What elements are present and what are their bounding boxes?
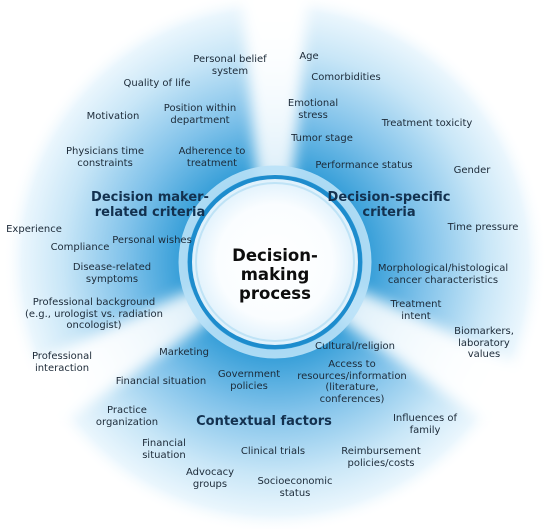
factor-reimbursement: Reimbursement policies/costs <box>341 446 421 469</box>
factor-experience: Experience <box>6 224 62 235</box>
factor-treatment-toxicity: Treatment toxicity <box>381 118 473 129</box>
factor-biomarkers: Biomarkers, laboratory values <box>454 326 514 360</box>
center-title: Decision- making process <box>232 246 318 303</box>
factor-emotional-stress: Emotional stress <box>287 98 339 121</box>
factor-marketing: Marketing <box>159 347 209 358</box>
factor-adherence: Adherence to treatment <box>178 146 246 169</box>
factor-advocacy-groups: Advocacy groups <box>185 467 235 490</box>
factor-treatment-intent: Treatment intent <box>390 299 442 322</box>
factor-compliance: Compliance <box>50 242 110 253</box>
factor-disease-symptoms: Disease-related symptoms <box>72 262 152 285</box>
factor-financial-situation-2: Financial situation <box>142 438 186 461</box>
center-ring-outer <box>178 165 372 359</box>
factor-physicians-time: Physicians time constraints <box>66 146 144 169</box>
factor-influences-family: Influences of family <box>392 413 458 436</box>
factor-performance-status: Performance status <box>315 160 413 171</box>
factor-tumor-stage: Tumor stage <box>291 133 353 144</box>
factor-financial-situation-1: Financial situation <box>115 376 207 387</box>
section-contextual-factors: Contextual factors <box>196 414 332 429</box>
factor-morphological: Morphological/histological cancer charac… <box>377 263 509 286</box>
section-decision-specific-criteria: Decision-specific criteria <box>327 190 451 220</box>
factor-professional-interaction: Professional interaction <box>31 351 93 374</box>
factor-quality-of-life: Quality of life <box>123 78 191 89</box>
factor-cultural-religion: Cultural/religion <box>315 341 395 352</box>
factor-age: Age <box>299 51 319 62</box>
factor-access-resources: Access to resources/information (literat… <box>297 359 407 405</box>
factor-personal-wishes: Personal wishes <box>112 235 192 246</box>
factor-clinical-trials: Clinical trials <box>240 446 306 457</box>
factor-motivation: Motivation <box>86 111 140 122</box>
factor-socioeconomic-status: Socioeconomic status <box>257 476 333 499</box>
factor-position-department: Position within department <box>163 103 237 126</box>
factor-professional-background: Professional background (e.g., urologist… <box>25 297 163 331</box>
center-circle <box>188 175 362 349</box>
factor-time-pressure: Time pressure <box>447 222 519 233</box>
factor-practice-organization: Practice organization <box>95 405 159 428</box>
factor-gender: Gender <box>453 165 491 176</box>
factor-government-policies: Government policies <box>217 369 281 392</box>
center-ring-inner <box>195 182 355 342</box>
factor-personal-belief: Personal belief system <box>193 54 267 77</box>
factor-comorbidities: Comorbidities <box>311 72 381 83</box>
section-decision-maker-criteria: Decision maker- related criteria <box>91 190 209 220</box>
